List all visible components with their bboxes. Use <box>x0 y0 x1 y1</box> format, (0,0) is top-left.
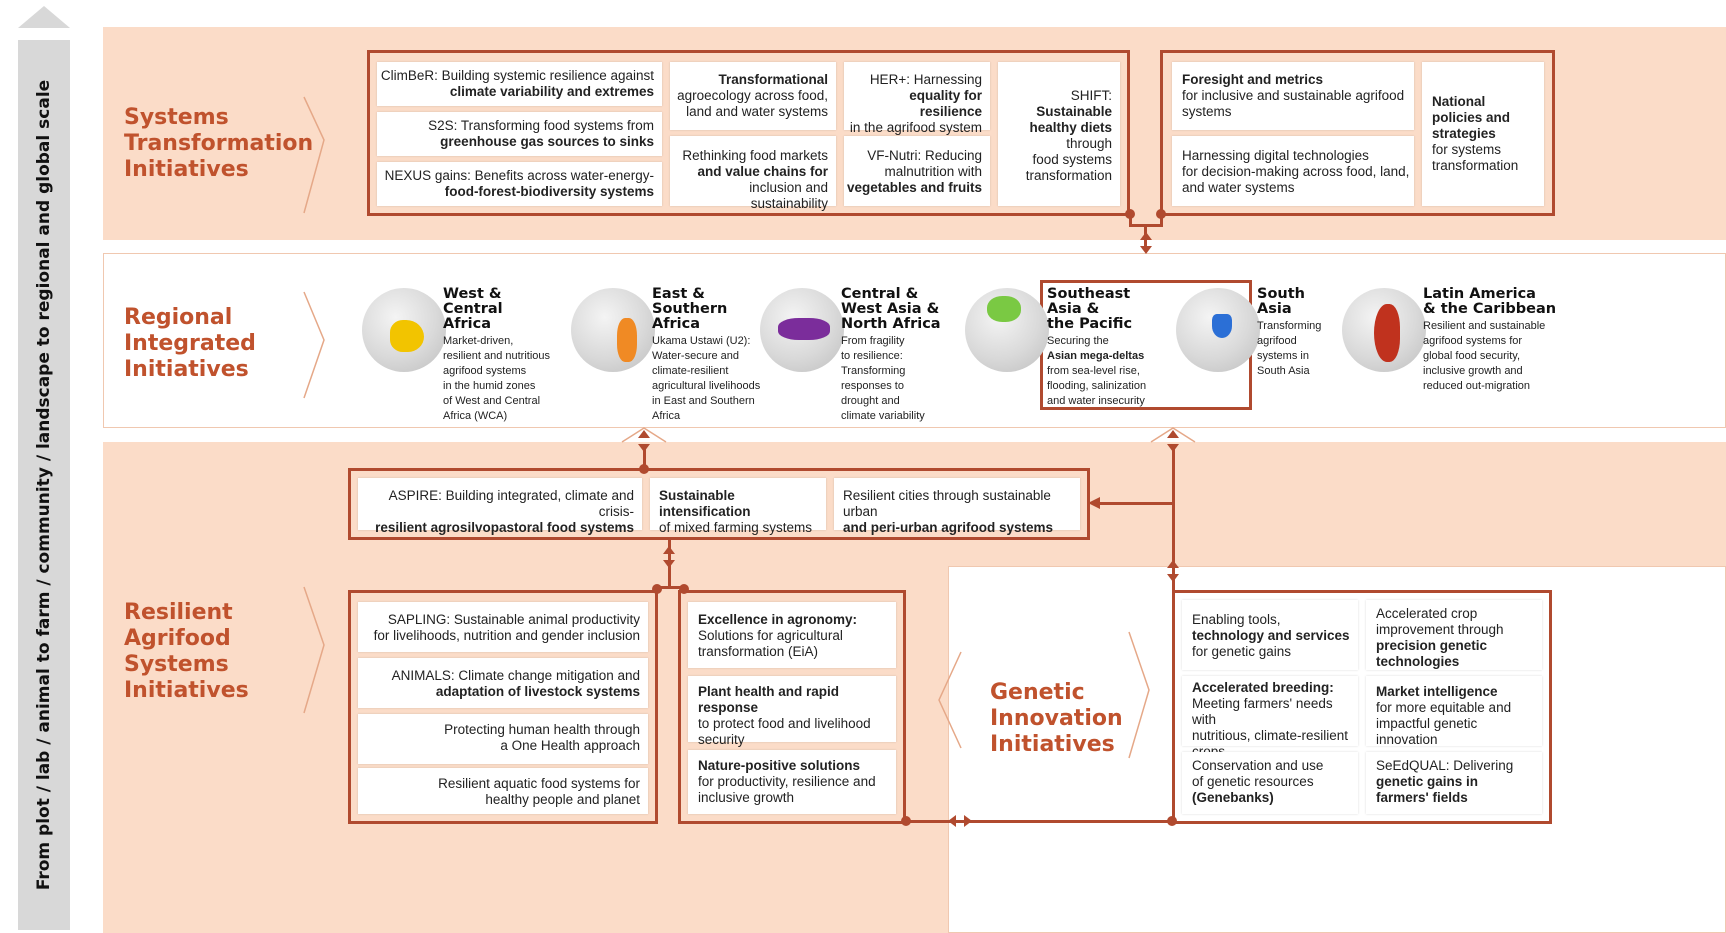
region-latin-america-title: Latin America& the Caribbean <box>1423 286 1557 317</box>
up-arrowhead-icon <box>621 427 667 443</box>
connector-line <box>1172 448 1175 593</box>
globe-central-west-asia-north-africa-icon <box>760 288 844 372</box>
chevron-right-icon <box>1128 631 1150 759</box>
globe-west-central-africa-icon <box>362 288 446 372</box>
genetic-band-title: Genetic Innovation Initiatives <box>990 680 1123 757</box>
connector-dot <box>1156 209 1166 219</box>
region-fill <box>617 318 637 362</box>
chevron-right-icon <box>303 96 325 214</box>
regional-band-title: Regional Integrated Initiatives <box>124 305 256 382</box>
region-fill <box>390 320 424 352</box>
double-arrow-icon <box>1140 232 1152 254</box>
double-arrow-icon <box>638 430 650 452</box>
region-fill <box>1212 314 1232 338</box>
nexus-card: NEXUS gains: Benefits across water-energ… <box>377 162 662 206</box>
chevron-right-icon <box>303 586 325 714</box>
genetic-group-frame <box>1172 590 1552 824</box>
cities-card: Resilient cities through sustainable urb… <box>834 478 1080 535</box>
region-fill <box>987 296 1021 322</box>
double-arrow-icon <box>1167 430 1179 452</box>
globe-east-southern-africa-icon <box>571 288 655 372</box>
aspire-card: ASPIRE: Building integrated, climate and… <box>358 478 642 535</box>
connector-dot <box>901 816 911 826</box>
policy-group-frame <box>1160 50 1555 216</box>
connector-line <box>643 448 646 470</box>
climber-card: ClimBeR: Building systemic resilience ag… <box>377 62 662 106</box>
systems-band-title: Systems Transformation Initiatives <box>124 105 314 182</box>
agronomy-group-frame <box>678 590 906 824</box>
left-arrowhead-icon <box>1088 497 1100 509</box>
region-fill <box>1374 304 1400 362</box>
connector-dot <box>679 584 689 594</box>
chevron-left-icon <box>938 651 962 749</box>
globe-south-asia-icon <box>1176 288 1260 372</box>
double-arrow-icon <box>663 546 675 568</box>
double-arrow-icon <box>1167 560 1179 582</box>
chevron-right-icon <box>303 291 325 399</box>
region-fill <box>778 318 830 340</box>
connector-line <box>1160 214 1163 226</box>
connector-dot <box>652 584 662 594</box>
connector-line <box>1092 502 1174 505</box>
connector-line <box>1129 214 1132 226</box>
region-cwana-title: Central &West Asia &North Africa <box>841 286 941 332</box>
systems-group-frame <box>367 50 1130 216</box>
globe-latin-america-caribbean-icon <box>1342 288 1426 372</box>
resilient-band-title: Resilient Agrifood Systems Initiatives <box>124 600 249 703</box>
aspire-group-frame <box>348 468 1090 540</box>
scale-axis-arrowhead <box>18 6 70 28</box>
scale-axis-label: From plot / lab / animal to farm / commu… <box>34 79 54 891</box>
connector-dot <box>1125 209 1135 219</box>
connector-dot <box>639 464 649 474</box>
livestock-group-frame <box>348 590 658 824</box>
scale-axis-arrow: From plot / lab / animal to farm / commu… <box>18 40 70 930</box>
globe-southeast-asia-pacific-icon <box>965 288 1049 372</box>
breeding-card: Accelerated breeding:Meeting farmers' ne… <box>1182 676 1358 759</box>
connector-line <box>655 586 684 589</box>
up-arrowhead-icon <box>1150 427 1196 443</box>
connector-line <box>906 820 1172 823</box>
double-arrow-horizontal-icon <box>948 815 972 827</box>
eia-card: Excellence in agronomy:Solutions for agr… <box>688 602 896 668</box>
sapling-card: SAPLING: Sustainable animal productivity… <box>358 602 648 652</box>
connector-dot <box>1167 816 1177 826</box>
